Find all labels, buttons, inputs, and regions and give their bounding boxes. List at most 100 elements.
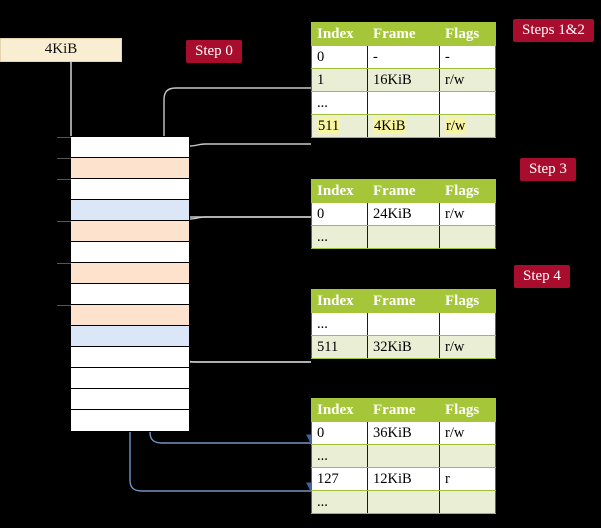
cell-index: 0	[311, 202, 368, 226]
cell-flags	[439, 91, 496, 115]
cell-flags	[439, 444, 496, 468]
cell-flags	[439, 225, 496, 249]
frame-tick-mark	[57, 263, 71, 264]
column-header-frame: Frame	[367, 22, 440, 46]
memory-frame-row	[71, 410, 189, 431]
cell-index: 511	[311, 335, 368, 359]
highlighted-value: r/w	[445, 117, 467, 134]
column-header-index: Index	[311, 289, 368, 313]
cell-frame: 36KiB	[367, 421, 440, 445]
cell-frame: 12KiB	[367, 467, 440, 491]
highlighted-value: 511	[317, 117, 341, 134]
cell-frame: 4KiB	[367, 114, 440, 138]
cell-index: ...	[311, 312, 368, 336]
cell-frame: -	[367, 45, 440, 69]
cell-index: 511	[311, 114, 368, 138]
cell-frame	[367, 490, 440, 514]
memory-frame-row	[57, 263, 189, 284]
memory-frame-row	[57, 137, 189, 158]
column-header-flags: Flags	[439, 22, 496, 46]
cell-frame: 16KiB	[367, 68, 440, 92]
memory-frame-row	[71, 326, 189, 347]
cell-frame: 32KiB	[367, 335, 440, 359]
cell-index: ...	[311, 91, 368, 115]
memory-frame-row	[71, 389, 189, 410]
cell-frame	[367, 444, 440, 468]
table-row: ...	[311, 444, 496, 468]
memory-frame-row	[57, 179, 189, 200]
cell-flags: r/w	[439, 202, 496, 226]
table-row: ...	[311, 312, 496, 336]
cell-frame	[367, 225, 440, 249]
cell-flags: r	[439, 467, 496, 491]
column-header-flags: Flags	[439, 398, 496, 422]
cell-index: 127	[311, 467, 368, 491]
step-badge-step-4: Step 4	[514, 265, 570, 288]
cell-flags: -	[439, 45, 496, 69]
column-header-flags: Flags	[439, 289, 496, 313]
table-row: ...	[311, 490, 496, 514]
memory-column	[57, 136, 190, 432]
cell-flags: r/w	[439, 421, 496, 445]
cell-frame	[367, 312, 440, 336]
cell-flags	[439, 312, 496, 336]
step-badge-step-0: Step 0	[186, 40, 242, 63]
memory-frame-row	[71, 200, 189, 221]
table-row: ...	[311, 225, 496, 249]
cell-index: ...	[311, 225, 368, 249]
wire-memory-to-level3	[189, 216, 311, 220]
column-header-frame: Frame	[367, 398, 440, 422]
column-header-frame: Frame	[367, 179, 440, 203]
memory-frame-row	[71, 284, 189, 305]
memory-frame-row	[71, 368, 189, 389]
cell-index: 0	[311, 421, 368, 445]
step-badge-steps-1-2: Steps 1&2	[513, 19, 594, 42]
step-badge-step-3: Step 3	[520, 158, 576, 181]
cell-flags: r/w	[439, 114, 496, 138]
column-header-index: Index	[311, 22, 368, 46]
table-row: 511 4KiB r/w	[311, 114, 496, 138]
cell-flags	[439, 490, 496, 514]
frame-tick-mark	[57, 179, 71, 180]
column-header-index: Index	[311, 398, 368, 422]
cell-index: ...	[311, 444, 368, 468]
memory-frame-row	[71, 347, 189, 368]
table-row: ...	[311, 91, 496, 115]
highlighted-value: 4KiB	[373, 117, 407, 134]
cell-flags: r/w	[439, 335, 496, 359]
frame-tick-mark	[57, 221, 71, 222]
memory-frame-row	[57, 158, 189, 179]
frame-tick-mark	[57, 305, 71, 306]
frame-tick-mark	[57, 137, 71, 138]
cell-frame	[367, 91, 440, 115]
memory-frame-row	[57, 221, 189, 242]
cell-flags: r/w	[439, 68, 496, 92]
memory-frame-row	[57, 305, 189, 326]
column-header-flags: Flags	[439, 179, 496, 203]
cell-index: 0	[311, 45, 368, 69]
source-page-label: 4KiB	[44, 41, 78, 57]
wire-level2-to-memory	[175, 273, 311, 363]
column-header-frame: Frame	[367, 289, 440, 313]
cell-index: 1	[311, 68, 368, 92]
wire-memory-to-level4-511	[189, 143, 311, 147]
wire-level3-to-memory	[177, 216, 311, 263]
cell-index: ...	[311, 490, 368, 514]
cell-frame: 24KiB	[367, 202, 440, 226]
column-header-index: Index	[311, 179, 368, 203]
frame-tick-mark	[57, 158, 71, 159]
memory-frame-row	[71, 242, 189, 263]
